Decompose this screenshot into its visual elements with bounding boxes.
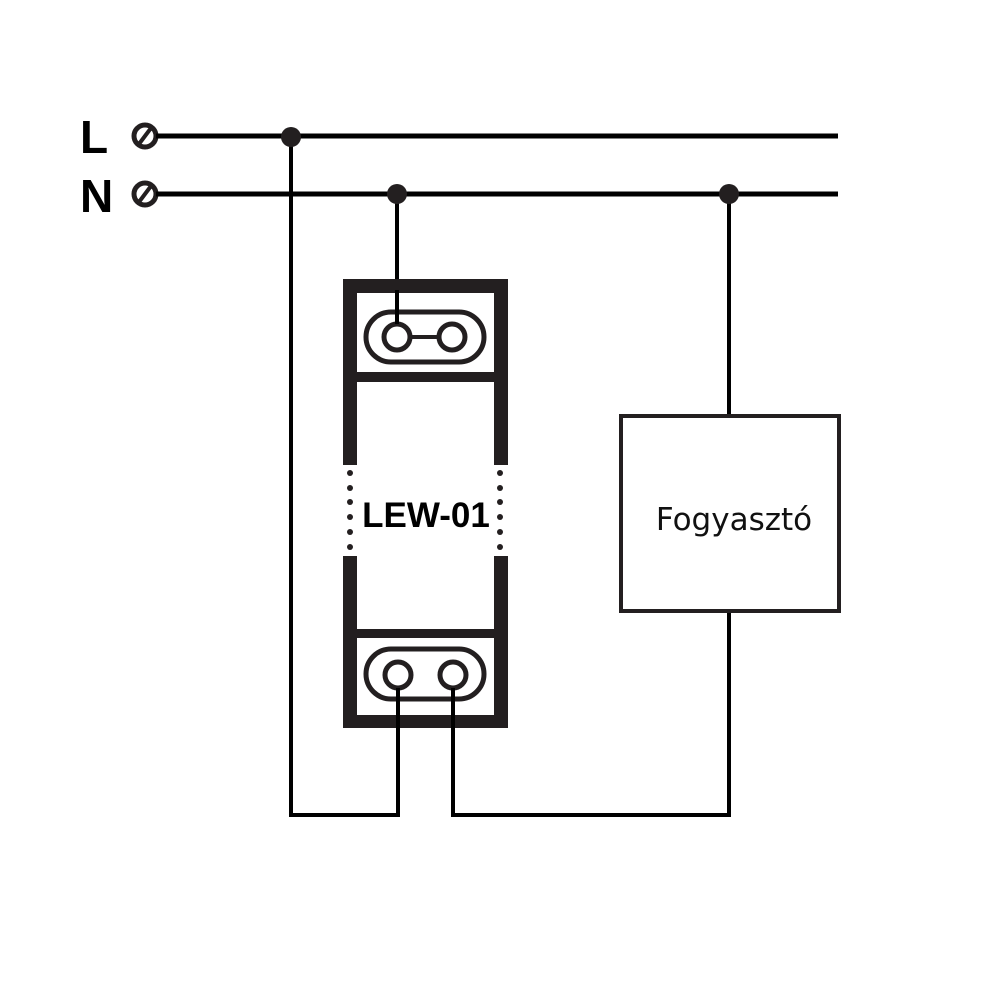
lew-01-module bbox=[343, 279, 508, 728]
dotted-break-right bbox=[497, 470, 503, 550]
junction-dot bbox=[281, 127, 301, 147]
load-box bbox=[619, 414, 841, 613]
line-to-device-wire bbox=[289, 136, 400, 817]
neutral-terminal-screw-icon bbox=[131, 180, 159, 208]
device-label: LEW-01 bbox=[362, 496, 490, 535]
neutral-terminal-label: N bbox=[80, 170, 113, 222]
junction-dot bbox=[387, 184, 407, 204]
junction-dot bbox=[719, 184, 739, 204]
load-label: Fogyasztó bbox=[656, 502, 812, 538]
top-terminal-block bbox=[363, 290, 487, 365]
line-terminal-screw-icon bbox=[131, 122, 159, 150]
dotted-break-left bbox=[347, 470, 353, 550]
bottom-terminal-block bbox=[363, 646, 487, 730]
line-terminal-label: L bbox=[80, 111, 108, 163]
device-output-to-load-wire bbox=[451, 612, 731, 817]
